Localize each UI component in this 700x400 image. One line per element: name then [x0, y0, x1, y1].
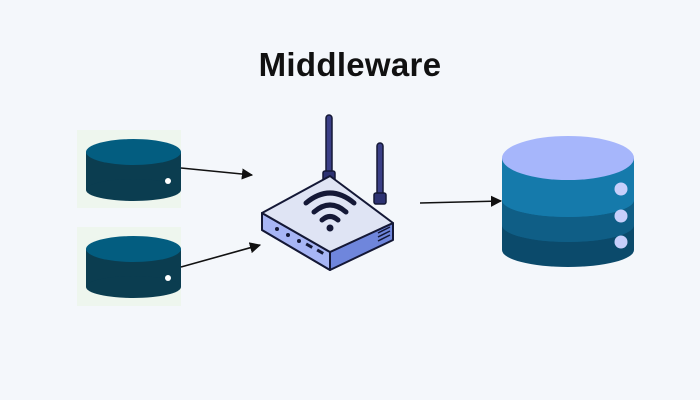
arrow-disk2-to-router [180, 242, 262, 268]
database-icon [502, 136, 634, 267]
arrow-router-to-database [419, 195, 503, 207]
disk-led [165, 275, 171, 281]
status-lights [275, 227, 324, 255]
wifi-router-icon [261, 175, 394, 271]
vents [377, 226, 391, 242]
arrow-disk1-to-router [180, 167, 254, 180]
wifi-icon [303, 190, 357, 223]
disk-led [165, 178, 171, 184]
hard-disk-icon [77, 227, 181, 306]
diagram-title: Middleware [258, 46, 442, 83]
hard-disk-icon [77, 130, 181, 208]
